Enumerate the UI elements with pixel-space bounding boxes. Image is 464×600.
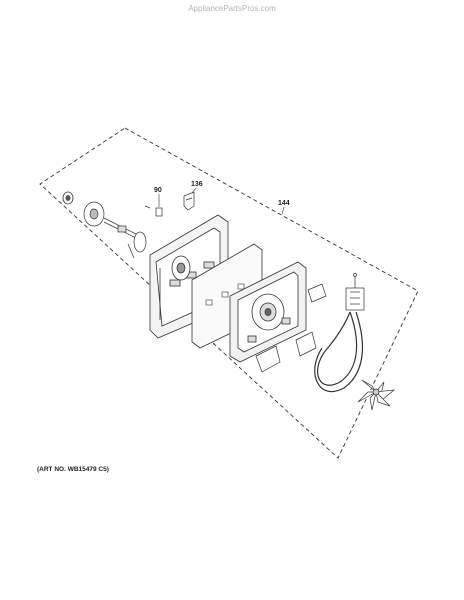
- callout-144: 144: [278, 200, 290, 207]
- fan-blade: [357, 379, 396, 411]
- bearing-part: [62, 191, 74, 205]
- shaft-hub-assembly: [83, 201, 147, 259]
- art-number-label: (ART NO. WB15479 C5): [37, 466, 109, 473]
- front-fan-plate: [229, 261, 307, 363]
- callout-90: 90: [154, 187, 162, 194]
- terminal-block: [345, 273, 365, 311]
- site-watermark: AppliancePartsPros.com: [188, 4, 276, 13]
- heating-element: [314, 311, 364, 393]
- part-90-clip: [144, 205, 163, 217]
- assembly-outline: [39, 127, 419, 459]
- part-136-bracket: [183, 191, 195, 211]
- callout-136: 136: [191, 181, 203, 188]
- insulation-detail: [205, 283, 245, 306]
- side-bracket: [255, 283, 327, 373]
